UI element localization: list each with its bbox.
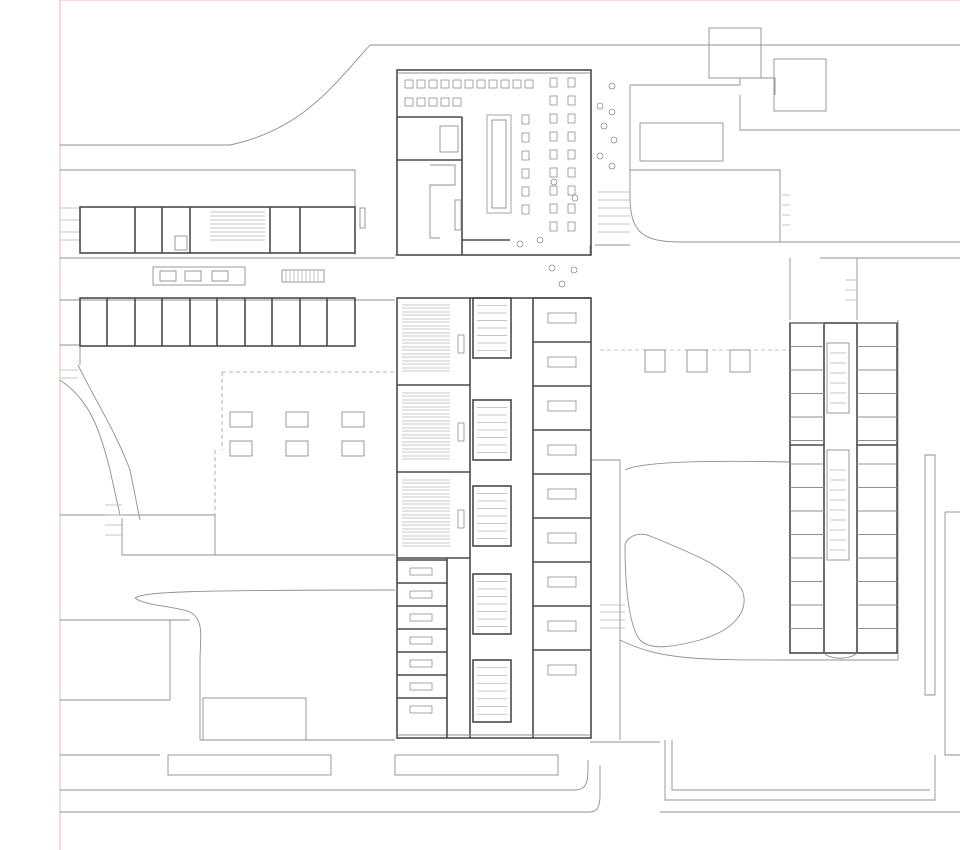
cafe-table [570, 266, 578, 274]
table [567, 221, 576, 232]
desk [404, 79, 414, 89]
east-offices [533, 297, 591, 676]
table [521, 168, 530, 179]
desk [500, 79, 510, 89]
cafe-table [536, 236, 544, 244]
office-desk [547, 532, 577, 544]
west-wing-lower [79, 297, 356, 347]
desk [404, 97, 414, 107]
cafe-table [550, 178, 558, 186]
cafe-table [558, 280, 566, 288]
cafe-table [548, 264, 556, 272]
desk [488, 79, 498, 89]
lectern [457, 334, 465, 354]
cafe-table [608, 82, 616, 90]
table [567, 167, 576, 178]
central-bar [396, 297, 592, 739]
desk [524, 79, 534, 89]
table [567, 113, 576, 124]
lectern [457, 422, 465, 442]
table [567, 95, 576, 106]
table [521, 114, 530, 125]
office-desk [409, 567, 433, 576]
cafe-table [610, 136, 618, 144]
table [549, 77, 558, 88]
table [549, 167, 558, 178]
table [521, 150, 530, 161]
table [521, 132, 530, 143]
desk [452, 97, 462, 107]
office-desk [409, 705, 433, 714]
cafe-table [600, 122, 608, 130]
office-desk [409, 613, 433, 622]
desk [464, 79, 474, 89]
desk [440, 97, 450, 107]
desk [452, 79, 462, 89]
stair-cores [472, 297, 512, 723]
cafe-table [571, 194, 579, 202]
table [549, 203, 558, 214]
office-desk [547, 488, 577, 500]
desk [440, 79, 450, 89]
stair-core [472, 573, 512, 635]
north-desks [404, 77, 618, 288]
desk [428, 79, 438, 89]
table [567, 77, 576, 88]
table [549, 113, 558, 124]
desk [416, 97, 426, 107]
table [549, 131, 558, 142]
office-desk [409, 682, 433, 691]
table [521, 186, 530, 197]
table [549, 185, 558, 196]
table [567, 203, 576, 214]
office-desk [547, 444, 577, 456]
office-desk [547, 356, 577, 368]
office-desk [409, 659, 433, 668]
stair-core [472, 485, 512, 547]
site-contours [59, 27, 960, 813]
table [567, 149, 576, 160]
cafe-table [516, 240, 524, 248]
east-residence [789, 322, 898, 659]
stair-core [472, 399, 512, 461]
table [567, 185, 576, 196]
office-desk [409, 636, 433, 645]
office-desk [547, 576, 577, 588]
office-desk [547, 664, 577, 676]
stair-core [472, 659, 512, 723]
table [549, 149, 558, 160]
desk [476, 79, 486, 89]
desk [416, 79, 426, 89]
office-desk [547, 620, 577, 632]
desk [512, 79, 522, 89]
lecture-halls [402, 304, 465, 547]
office-desk [547, 312, 577, 324]
table [549, 95, 558, 106]
west-wing-upper [79, 206, 356, 286]
office-desk [547, 400, 577, 412]
residential-units [790, 322, 897, 629]
table [549, 221, 558, 232]
cafe-table [608, 162, 616, 170]
sheet-frame [59, 0, 960, 850]
west-offices [397, 558, 448, 738]
table [567, 131, 576, 142]
cafe-table [596, 152, 604, 160]
lectern [457, 509, 465, 529]
cafe-table [608, 108, 616, 116]
stair-core [472, 297, 512, 359]
office-desk [409, 590, 433, 599]
north-block [396, 69, 618, 288]
table [521, 204, 530, 215]
cafe-table [596, 102, 604, 110]
desk [428, 97, 438, 107]
seminar-seating [210, 211, 265, 241]
